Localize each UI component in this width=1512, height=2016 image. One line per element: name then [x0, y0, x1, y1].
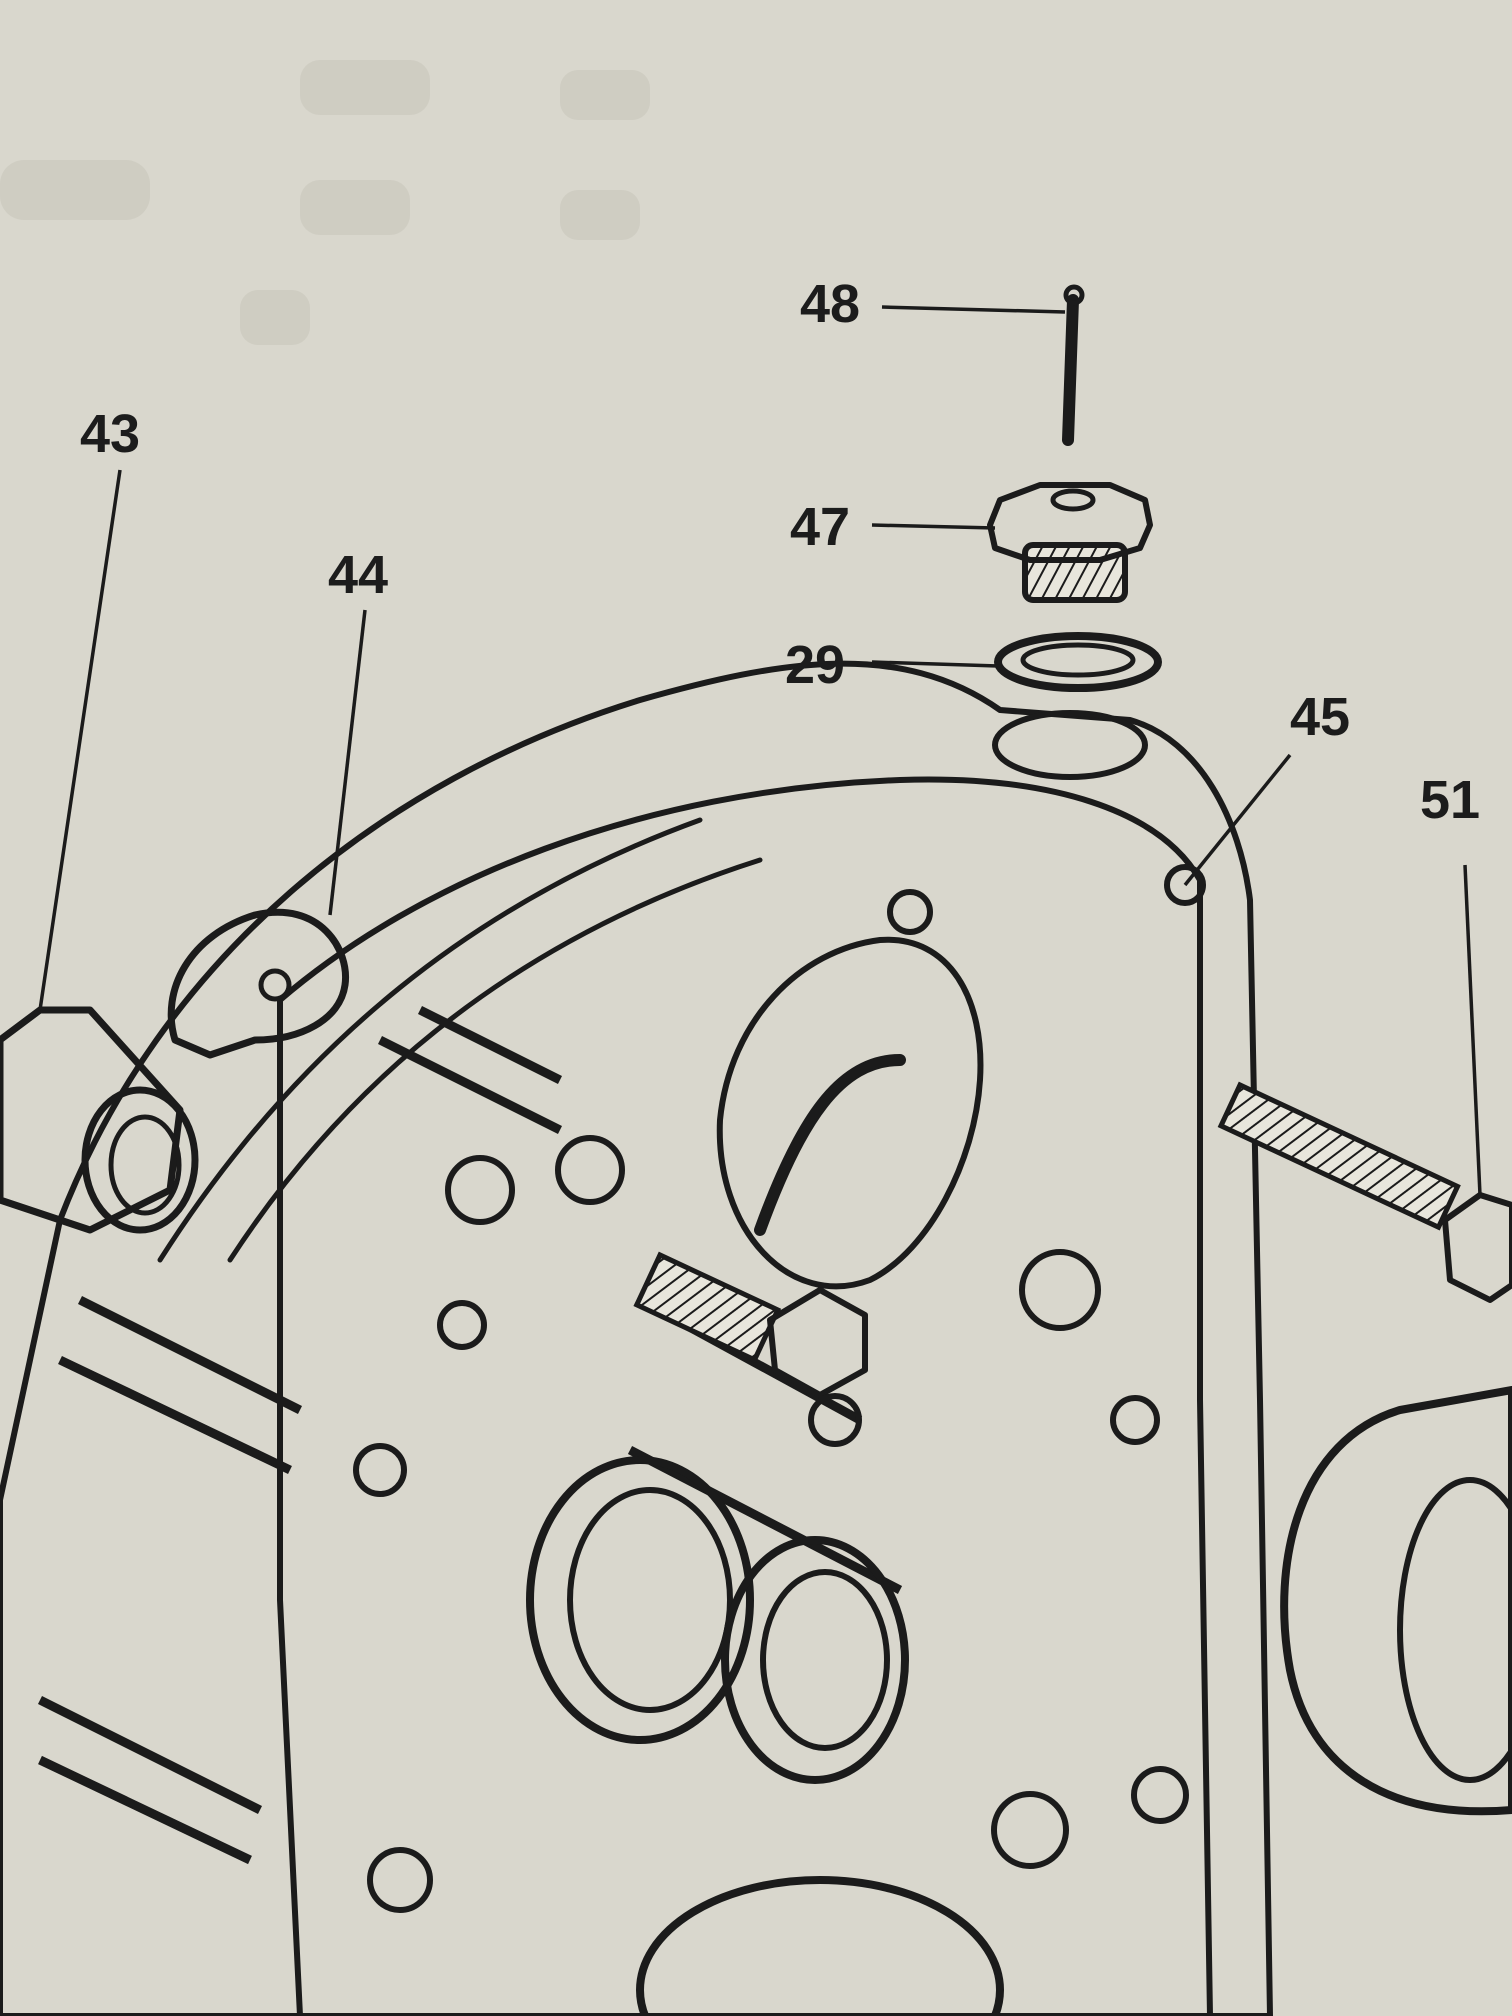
inspection-window — [716, 936, 984, 1290]
bolt-holes — [353, 864, 1206, 1913]
callout-29: 29 — [785, 635, 845, 695]
part-tab-washer — [167, 908, 350, 1059]
callout-51: 51 — [1420, 770, 1480, 830]
bleed-through-marks — [0, 60, 650, 345]
callout-47: 47 — [790, 497, 850, 557]
callout-43: 43 — [80, 404, 140, 464]
part-hex-plug — [987, 482, 1153, 603]
bore-small — [721, 1536, 909, 1784]
leader-lines — [38, 305, 1482, 1196]
bore-bottom — [636, 1876, 1004, 2016]
gearbox-housing — [0, 660, 1273, 2016]
bore-large — [526, 1456, 754, 1744]
callout-44: 44 — [328, 545, 388, 605]
housing-outer-shell — [0, 660, 1273, 2016]
part-callouts: 48 47 29 45 43 44 51 — [80, 274, 1480, 830]
window-bolt — [633, 1251, 868, 1398]
part-bushing — [0, 1006, 199, 1234]
housing-shading — [37, 1005, 903, 1865]
part-pin — [1062, 284, 1085, 446]
callout-48: 48 — [800, 274, 860, 334]
callout-45: 45 — [1290, 687, 1350, 747]
housing-face — [277, 776, 1213, 2016]
part-washer — [994, 632, 1162, 692]
filler-boss — [992, 710, 1148, 780]
